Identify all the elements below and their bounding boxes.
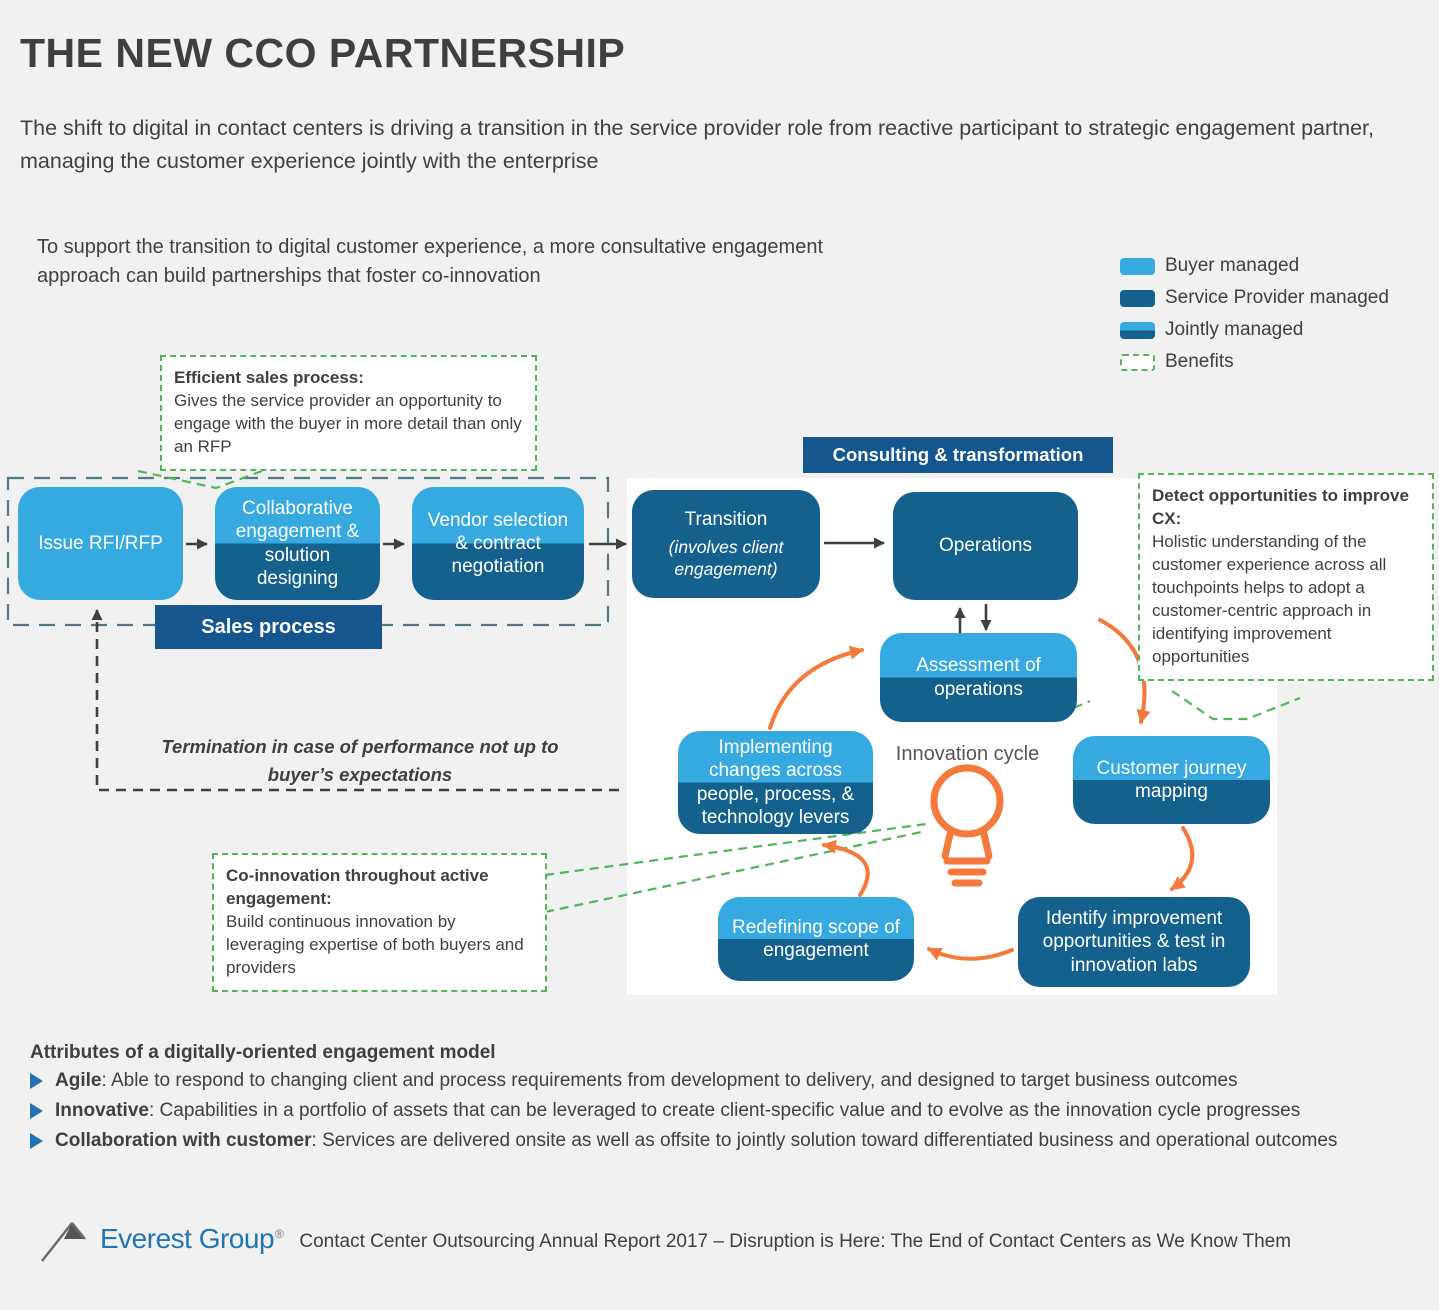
- attribute-lead: Innovative: [55, 1100, 149, 1121]
- flow-box-label: Customer journey mapping: [1096, 757, 1247, 802]
- flow-box-implementing-changes: Implementing changes across people, proc…: [678, 731, 873, 834]
- flow-box-label: Identify improvement opportunities & tes…: [1042, 908, 1226, 976]
- flow-box-label: Vendor selection & contract negotiation: [427, 509, 569, 578]
- callout-body: Holistic understanding of the customer e…: [1152, 531, 1387, 666]
- attribute-lead: Collaboration with customer: [55, 1130, 312, 1151]
- innovation-cycle-label: Innovation cycle: [895, 743, 1040, 765]
- legend-swatch-joint: [1120, 321, 1155, 339]
- flow-box-vendor-selection: Vendor selection & contract negotiation: [412, 487, 584, 600]
- attribute-item-collaboration: Collaboration with customer: Services ar…: [30, 1130, 1420, 1152]
- bullet-triangle-icon: [30, 1073, 43, 1089]
- everest-logo-icon: [41, 1222, 86, 1262]
- sales-process-label: Sales process: [201, 615, 336, 638]
- legend-item-buyer: Buyer managed: [1120, 250, 1430, 282]
- legend: Buyer managed Service Provider managed J…: [1120, 250, 1430, 378]
- sales-process-header: Sales process: [155, 605, 382, 649]
- consulting-transformation-label: Consulting & transformation: [832, 444, 1084, 465]
- attribute-text: Agile: Able to respond to changing clien…: [55, 1070, 1238, 1092]
- flow-box-operations: Operations: [893, 492, 1078, 600]
- page-subtitle: The shift to digital in contact centers …: [20, 116, 1374, 174]
- bullet-triangle-icon: [30, 1133, 43, 1149]
- flow-box-transition: Transition (involves client engagement): [632, 490, 820, 598]
- attribute-rest: : Capabilities in a portfolio of assets …: [148, 1100, 1301, 1121]
- legend-item-joint: Jointly managed: [1120, 314, 1430, 346]
- report-citation: Contact Center Outsourcing Annual Report…: [299, 1231, 1292, 1252]
- callout-title: Detect opportunities to improve CX:: [1152, 486, 1409, 528]
- consulting-transformation-header: Consulting & transformation: [803, 437, 1113, 473]
- footer: Everest Group® Contact Center Outsourcin…: [40, 1215, 1291, 1263]
- termination-label: Termination in case of performance not u…: [161, 736, 559, 785]
- flow-box-label: Collaborative engagement & solution desi…: [235, 498, 360, 589]
- legend-label: Jointly managed: [1165, 319, 1304, 340]
- legend-item-provider: Service Provider managed: [1120, 282, 1430, 314]
- flow-box-collaborative-engagement: Collaborative engagement & solution desi…: [215, 487, 380, 600]
- attribute-lead: Agile: [55, 1070, 102, 1091]
- flow-box-label: Operations: [939, 535, 1032, 557]
- callout-body: Gives the service provider an opportunit…: [174, 390, 522, 456]
- legend-swatch-provider: [1120, 289, 1155, 307]
- callout-coinnovation: Co-innovation throughout active engageme…: [212, 853, 547, 992]
- legend-label: Benefits: [1165, 351, 1234, 372]
- callout-efficient-sales-process: Efficient sales process: Gives the servi…: [160, 355, 537, 471]
- legend-label: Service Provider managed: [1165, 287, 1389, 308]
- attribute-text: Innovative: Capabilities in a portfolio …: [55, 1100, 1300, 1122]
- attribute-rest: : Able to respond to changing client and…: [101, 1070, 1238, 1091]
- page-title: THE NEW CCO PARTNERSHIP: [20, 30, 626, 76]
- callout-detect-opportunities: Detect opportunities to improve CX: Holi…: [1138, 473, 1434, 681]
- brand-text: Everest Group: [100, 1223, 275, 1254]
- flow-box-label: Redefining scope of engagement: [732, 916, 900, 961]
- flow-box-identify-improvement: Identify improvement opportunities & tes…: [1018, 897, 1250, 987]
- registered-mark: ®: [275, 1226, 284, 1241]
- callout-title: Co-innovation throughout active engageme…: [226, 866, 489, 908]
- legend-swatch-buyer: [1120, 257, 1155, 275]
- attributes-header: Attributes of a digitally-oriented engag…: [30, 1042, 496, 1063]
- attribute-item-agile: Agile: Able to respond to changing clien…: [30, 1070, 1420, 1092]
- attribute-item-innovative: Innovative: Capabilities in a portfolio …: [30, 1100, 1420, 1122]
- legend-item-benefits: Benefits: [1120, 346, 1430, 378]
- legend-swatch-benefits: [1120, 353, 1155, 371]
- bullet-triangle-icon: [30, 1103, 43, 1119]
- transition-title: Transition: [684, 509, 768, 531]
- callout-body: Build continuous innovation by leveragin…: [226, 911, 524, 977]
- flow-box-assessment-of-operations: Assessment of operations: [880, 633, 1077, 722]
- flow-box-label: Assessment of operations: [916, 655, 1041, 700]
- flow-box-label: Implementing changes across people, proc…: [696, 737, 855, 828]
- callout-title: Efficient sales process:: [174, 368, 364, 387]
- transition-subtitle: (involves client engagement): [668, 537, 784, 579]
- everest-brand-name: Everest Group®: [100, 1223, 284, 1255]
- flow-box-label: Issue RFI/RFP: [38, 532, 163, 554]
- intro-text: To support the transition to digital cus…: [37, 236, 823, 287]
- flow-box-issue-rfi-rfp: Issue RFI/RFP: [18, 487, 183, 600]
- attribute-rest: : Services are delivered onsite as well …: [311, 1130, 1338, 1151]
- attribute-text: Collaboration with customer: Services ar…: [55, 1130, 1337, 1152]
- flow-box-redefining-scope: Redefining scope of engagement: [718, 897, 914, 981]
- flow-box-customer-journey-mapping: Customer journey mapping: [1073, 736, 1270, 824]
- legend-label: Buyer managed: [1165, 255, 1300, 276]
